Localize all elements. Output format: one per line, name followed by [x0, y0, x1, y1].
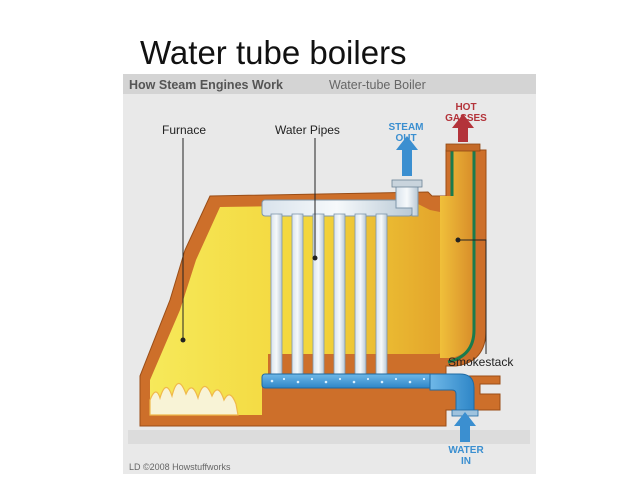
water-pipes-callout-dot — [312, 255, 318, 261]
steam-out-arrow — [396, 136, 418, 176]
mud-drum — [261, 373, 439, 389]
water-tubes — [270, 213, 388, 377]
hot-gasses-label-line1: HOT — [455, 102, 476, 113]
steam-out-label-line1: STEAM — [389, 122, 424, 133]
furnace-label: Furnace — [162, 123, 206, 137]
steam-out-label-line2: OUT — [395, 133, 416, 144]
steam-outlet-flange — [391, 179, 423, 188]
smokestack-trim — [447, 150, 476, 364]
diagram-header-title: How Steam Engines Work — [129, 78, 283, 92]
diagram-header-subtitle: Water-tube Boiler — [329, 78, 426, 92]
water-pipes-label: Water Pipes — [275, 123, 340, 137]
slide-title: Water tube boilers — [140, 34, 407, 71]
water-tube — [291, 213, 304, 377]
water-in-label-line2: IN — [461, 456, 471, 467]
hot-gasses-arrow — [452, 114, 474, 142]
diagram-header-bar — [123, 74, 536, 94]
water-tube — [354, 213, 367, 377]
water-in-label-line1: WATER — [448, 445, 484, 456]
smokestack-label: Smokestack — [448, 355, 514, 369]
floor-shadow — [128, 430, 530, 444]
water-tube — [375, 213, 388, 377]
water-tube — [333, 213, 346, 377]
furnace-callout-dot — [180, 337, 186, 343]
furnace-flames — [149, 382, 239, 416]
smokestack-inner — [440, 150, 474, 358]
copyright-credit: LD ©2008 Howstuffworks — [129, 462, 231, 472]
smokestack-callout-line — [460, 239, 487, 354]
water-tube — [270, 213, 283, 377]
water-bubbles — [270, 377, 426, 384]
smokestack-top-cap — [445, 143, 481, 152]
smokestack-callout-dot — [455, 237, 461, 243]
water-in-arrow — [454, 412, 476, 442]
hot-gasses-label-line2: GASSES — [445, 113, 487, 124]
